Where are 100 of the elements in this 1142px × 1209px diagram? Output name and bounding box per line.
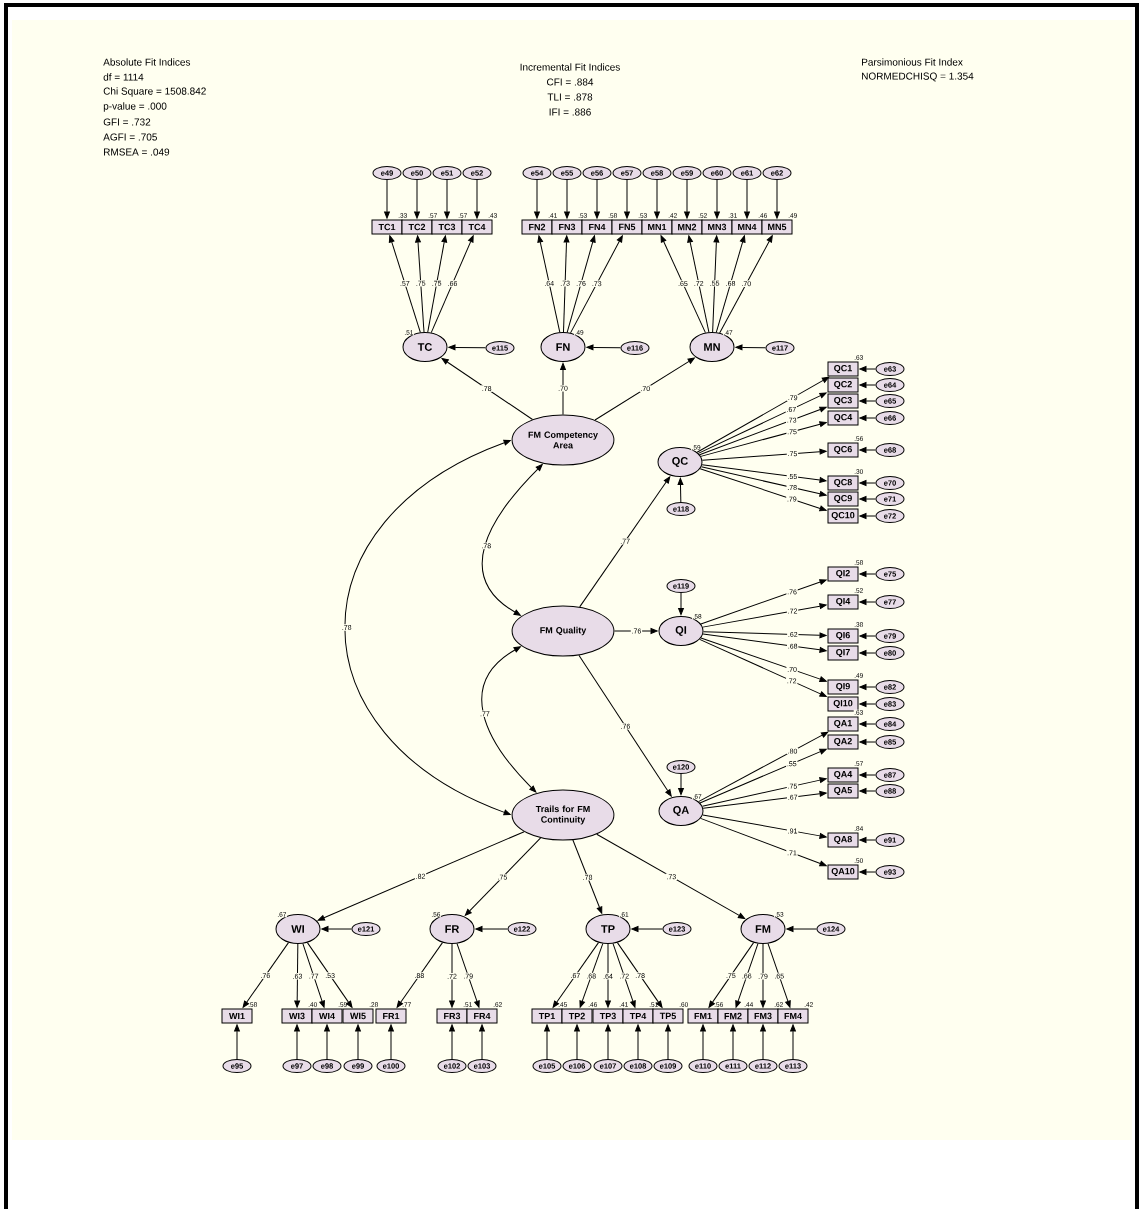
indicator-box: WI3 (281, 1008, 313, 1024)
arrow (242, 942, 289, 1008)
arrow (384, 179, 390, 219)
arrow (294, 1024, 300, 1060)
arrow (388, 1024, 394, 1060)
arrow (760, 1024, 766, 1060)
arrow (700, 421, 827, 457)
arrow (594, 179, 600, 219)
arrow (574, 1024, 580, 1060)
arrow (388, 235, 421, 333)
arrow (859, 513, 876, 519)
arrow (616, 942, 663, 1008)
arrow (703, 631, 827, 639)
fit-index-label: NORMEDCHISQ = 1.354 (862, 72, 974, 82)
arrow (572, 839, 603, 914)
fit-index-label: CFI = .884 (547, 78, 594, 86)
arrow (444, 179, 450, 219)
arrow (479, 1024, 485, 1060)
indicator-box: TC4 (461, 219, 493, 235)
arrow (441, 357, 534, 420)
arrow (456, 943, 480, 1008)
arrow (701, 777, 827, 807)
fit-index-label: IFI = .886 (549, 108, 591, 116)
indicator-box: TP4 (622, 1008, 654, 1024)
arrow (859, 447, 876, 453)
indicator-box: FM4 (777, 1008, 809, 1024)
arrow (859, 650, 876, 656)
arrow (700, 637, 827, 682)
arrow (715, 235, 746, 333)
arrow (448, 344, 486, 351)
arrow (677, 477, 684, 503)
arrow (302, 943, 325, 1008)
arrow (859, 721, 876, 727)
indicator-box: QC9 (827, 491, 859, 507)
arrow (774, 179, 780, 219)
arrow (701, 448, 827, 461)
curved-double-arrow (344, 439, 511, 816)
arrow (859, 571, 876, 577)
arrow (475, 926, 508, 932)
arrow (427, 235, 448, 333)
indicator-box: QC4 (827, 410, 859, 426)
indicator-box: QC2 (827, 377, 859, 393)
arrow (586, 344, 621, 351)
arrow (594, 357, 695, 421)
indicator-box: TC1 (371, 219, 403, 235)
arrow (294, 943, 301, 1008)
arrow (560, 362, 566, 415)
indicator-box: QA2 (827, 734, 859, 750)
arrow (578, 654, 672, 797)
fit-index-label: RMSEA = .049 (104, 148, 170, 156)
arrow (859, 633, 876, 639)
fit-index-label: TLI = .878 (547, 93, 593, 101)
indicator-box: TP1 (531, 1008, 563, 1024)
indicator-box: QA8 (827, 832, 859, 848)
arrow (579, 476, 671, 608)
arrow (612, 943, 636, 1008)
arrow (605, 1024, 611, 1060)
arrow (449, 1024, 455, 1060)
indicator-box: FN4 (581, 219, 613, 235)
indicator-box: FR3 (436, 1008, 468, 1024)
indicator-box: QA1 (827, 716, 859, 732)
arrow (702, 603, 827, 628)
fit-index-label: AGFI = .705 (103, 133, 157, 141)
arrow (317, 831, 525, 921)
indicator-box: WI1 (221, 1008, 253, 1024)
arrow (474, 179, 480, 219)
indicator-box: QI4 (827, 594, 859, 610)
indicator-box: QC6 (827, 442, 859, 458)
arrow (714, 179, 720, 219)
arrow (306, 942, 353, 1008)
indicator-box: QA4 (827, 767, 859, 783)
arrow (678, 592, 684, 616)
fit-index-label: p-value = .000 (103, 102, 167, 112)
arrow (708, 942, 755, 1008)
indicator-box: QA10 (827, 864, 859, 880)
indicator-box: TP5 (652, 1008, 684, 1024)
fit-index-label: GFI = .732 (103, 118, 151, 126)
arrow (712, 235, 720, 333)
indicator-box: WI5 (342, 1008, 374, 1024)
arrow (700, 1024, 706, 1060)
arrow (596, 833, 746, 920)
indicator-box: FR1 (375, 1008, 407, 1024)
arrow (735, 943, 759, 1008)
arrow (702, 814, 827, 839)
indicator-box: QC10 (827, 508, 859, 524)
arrow (702, 633, 827, 653)
indicator-box: FR4 (466, 1008, 498, 1024)
arrow (699, 406, 827, 456)
arrow (321, 926, 352, 932)
fit-index-label: Parsimonious Fit Index (862, 58, 963, 66)
indicator-box: FN5 (611, 219, 643, 235)
arrow (760, 943, 766, 1008)
indicator-box: TP3 (592, 1008, 624, 1024)
arrow (698, 731, 829, 803)
indicator-box: QC8 (827, 475, 859, 491)
fit-index-label: Incremental Fit Indices (520, 63, 620, 71)
indicator-box: MN1 (641, 219, 673, 235)
indicator-box: TC2 (401, 219, 433, 235)
arrow (579, 943, 604, 1008)
indicator-box: FM2 (717, 1008, 749, 1024)
